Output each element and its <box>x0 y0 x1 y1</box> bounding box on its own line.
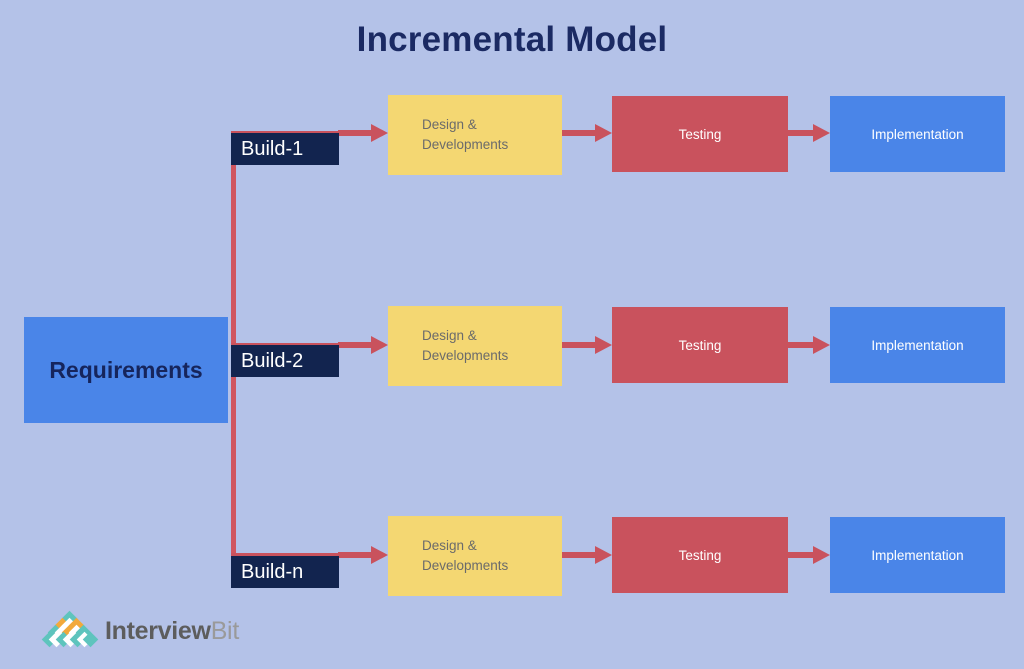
node-build-2[interactable]: Build-2 <box>231 345 339 377</box>
node-design-2-label: Design & Developments <box>422 328 509 363</box>
node-testing-2[interactable]: Testing <box>612 307 788 383</box>
node-build-1[interactable]: Build-1 <box>231 133 339 165</box>
arrow-testing-n-to-implementation <box>788 546 830 564</box>
node-design-n-label: Design & Developments <box>422 538 509 573</box>
arrow-testing-1-to-implementation <box>788 124 830 142</box>
node-design-1[interactable]: Design & Developments <box>388 95 562 175</box>
page-title: Incremental Model <box>356 20 668 59</box>
interviewbit-wordmark: InterviewBit <box>105 617 239 646</box>
node-build-1-label: Build-1 <box>241 137 304 160</box>
node-testing-n[interactable]: Testing <box>612 517 788 593</box>
node-design-2[interactable]: Design & Developments <box>388 306 562 386</box>
node-testing-1-label: Testing <box>678 126 722 142</box>
node-implementation-n-label: Implementation <box>871 547 964 563</box>
node-requirements-label: Requirements <box>49 356 203 383</box>
node-build-n[interactable]: Build-n <box>231 556 339 588</box>
node-implementation-n[interactable]: Implementation <box>830 517 1005 593</box>
arrow-design-1-to-testing <box>562 124 612 142</box>
node-build-n-label: Build-n <box>241 560 304 583</box>
node-design-1-label: Design & Developments <box>422 117 509 152</box>
node-build-2-label: Build-2 <box>241 349 304 372</box>
node-implementation-2[interactable]: Implementation <box>830 307 1005 383</box>
arrow-build-n-to-design <box>338 546 388 564</box>
arrow-design-n-to-testing <box>562 546 612 564</box>
arrow-build-2-to-design <box>338 336 388 354</box>
node-testing-1[interactable]: Testing <box>612 96 788 172</box>
logo-name-bold: Interview <box>105 616 211 645</box>
node-implementation-1-label: Implementation <box>871 126 964 142</box>
node-requirements[interactable]: Requirements <box>24 317 228 423</box>
node-implementation-1[interactable]: Implementation <box>830 96 1005 172</box>
arrow-testing-2-to-implementation <box>788 336 830 354</box>
arrow-build-1-to-design <box>338 124 388 142</box>
node-testing-2-label: Testing <box>678 337 722 353</box>
branch-line-build-n <box>231 553 346 558</box>
arrow-design-2-to-testing <box>562 336 612 354</box>
node-testing-n-label: Testing <box>678 547 722 563</box>
node-implementation-2-label: Implementation <box>871 337 964 353</box>
logo-name-light: Bit <box>210 616 240 645</box>
node-design-n[interactable]: Design & Developments <box>388 516 562 596</box>
interviewbit-diamond-mark-icon <box>41 610 99 650</box>
interviewbit-logo[interactable]: InterviewBit <box>41 610 239 650</box>
